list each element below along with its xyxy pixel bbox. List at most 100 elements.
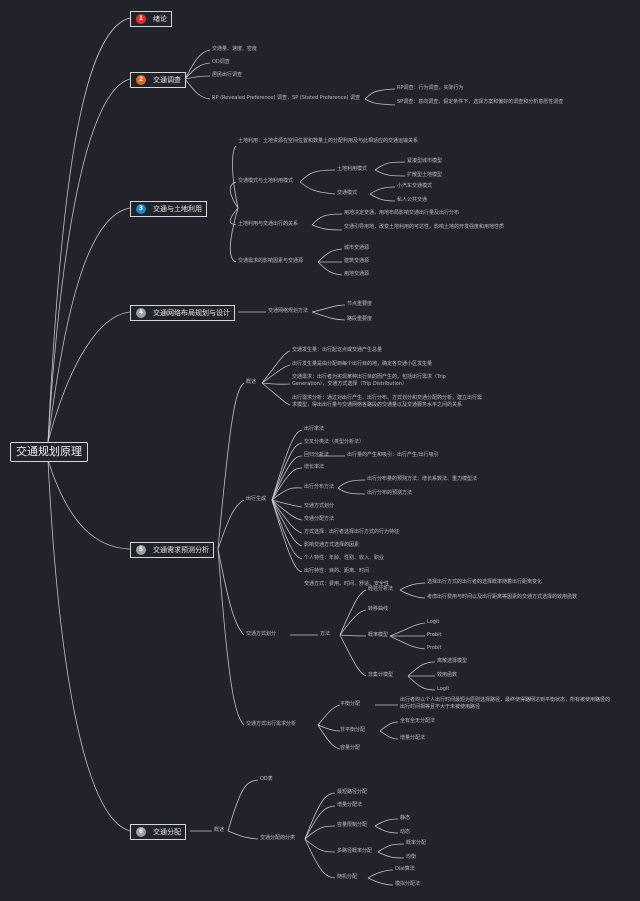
- topic-3-label: 交通与土地利用: [153, 205, 202, 213]
- number-4-badge: 4: [136, 308, 146, 318]
- number-3-badge: 3: [136, 204, 146, 214]
- topic-4[interactable]: 4 交通网络布局规划与设计: [130, 305, 235, 321]
- node[interactable]: 交通发生量：出行起讫点或交通产生总量: [292, 347, 383, 353]
- node[interactable]: 平衡分配: [340, 701, 361, 707]
- topic-1-label: 绪论: [153, 15, 167, 23]
- node[interactable]: RP (Revealed Preference) 调查，SP (Stated P…: [212, 95, 361, 101]
- node[interactable]: 出行者均以个人出行时间最短为原则选择路径，最终使得路网达到平衡状态，所有被使用路…: [400, 697, 611, 710]
- node[interactable]: 最短路径分配: [337, 789, 368, 795]
- node[interactable]: 概率模型: [368, 632, 389, 638]
- node[interactable]: 交通量、速度、密度: [212, 46, 258, 52]
- topic-3[interactable]: 3 交通与土地利用: [130, 201, 207, 217]
- node[interactable]: 影响交通方式选择的因素: [304, 542, 360, 548]
- topic-2-label: 交通调查: [153, 76, 181, 84]
- node[interactable]: 出行率法: [304, 426, 325, 432]
- node[interactable]: 出行特性：目的、距离、时间: [304, 568, 370, 574]
- node[interactable]: 容量限制分配: [337, 822, 368, 828]
- node[interactable]: 增量分配法: [337, 802, 363, 808]
- node[interactable]: 个人特性：年龄、性别、收入、职业: [304, 555, 385, 561]
- node[interactable]: 效用函数: [437, 672, 458, 678]
- node[interactable]: 静态: [400, 815, 411, 821]
- node[interactable]: OD调查: [212, 59, 230, 65]
- node[interactable]: Dial算法: [395, 866, 415, 872]
- node[interactable]: 方式选择：出行者选择出行方式的行为特征: [304, 529, 400, 535]
- node[interactable]: 多路径概率分配: [337, 848, 373, 854]
- node[interactable]: 紧凑型城市模型: [407, 158, 443, 164]
- node[interactable]: 经验分析法: [368, 586, 394, 592]
- node[interactable]: 交通模式: [337, 190, 358, 196]
- number-5-badge: 5: [136, 545, 146, 555]
- node[interactable]: 土地利用：土地资源在空间位置和数量上的分配利用及与此相适应的交通运输关系: [238, 138, 419, 144]
- node[interactable]: 转移曲线: [368, 606, 389, 612]
- node[interactable]: 非平衡分配: [340, 727, 366, 733]
- node[interactable]: 选择出行方式的出行者的选择概率随着出行距离变化: [427, 579, 543, 585]
- node[interactable]: 方法: [320, 631, 331, 637]
- node[interactable]: SP调查：意向调查，假定条件下，选择方案和偏好的调查和分析意愿性调查: [397, 99, 564, 105]
- node[interactable]: Probit: [427, 632, 442, 638]
- node[interactable]: 全有全无分配法: [400, 718, 436, 724]
- topic-5[interactable]: 5 交通需求预测分析: [130, 542, 214, 558]
- topic-5-label: 交通需求预测分析: [153, 546, 209, 554]
- node[interactable]: 路段重要度: [347, 316, 373, 322]
- node[interactable]: 随机分配: [337, 874, 358, 880]
- node[interactable]: 动态: [400, 829, 411, 835]
- node[interactable]: RP调查：行为调查，实际行为: [397, 85, 464, 91]
- node[interactable]: 考虑出行费用与时间以及出行距离等因素的交通方式选择的效用函数: [427, 594, 578, 600]
- node[interactable]: 出行生成: [246, 496, 267, 502]
- node[interactable]: 增长率法: [304, 464, 325, 470]
- topic-2[interactable]: 2 交通调查: [130, 72, 186, 88]
- node[interactable]: 交通网络规划方法: [268, 308, 309, 314]
- number-6-badge: 6: [136, 827, 146, 837]
- node[interactable]: 交通需求的影响因素与交通源: [238, 258, 304, 264]
- node[interactable]: 交通方式划分: [246, 631, 277, 637]
- node[interactable]: 交通分配方法: [304, 516, 335, 522]
- node[interactable]: 土地利用模式: [337, 166, 368, 172]
- node[interactable]: 节点重要度: [347, 301, 373, 307]
- node[interactable]: 交通方式划分: [304, 503, 335, 509]
- topic-1[interactable]: 1 绪论: [130, 11, 172, 27]
- node[interactable]: OD表: [260, 776, 273, 782]
- node[interactable]: 概述: [246, 379, 257, 385]
- node[interactable]: 出行分布量的预测方法：增长系数法、重力模型法: [367, 476, 478, 482]
- node[interactable]: 出行分布方法: [304, 484, 335, 490]
- topic-6[interactable]: 6 交通分配: [130, 824, 186, 840]
- topic-6-label: 交通分配: [153, 828, 181, 836]
- node[interactable]: 交通方式出行需求分析: [246, 721, 297, 727]
- node[interactable]: 出行发生量是由分配到每个出行目的地，确定各交通小区发生量: [292, 361, 433, 367]
- node[interactable]: 容量分配: [340, 745, 361, 751]
- node[interactable]: 私人公共交通: [397, 197, 428, 203]
- node[interactable]: Logit: [427, 619, 440, 625]
- node[interactable]: 出行需求分析：通过对出行产生、出行分布、方式划分和交通分配的分析，建立出行需求模…: [292, 395, 483, 408]
- node[interactable]: 回归分析法: [304, 452, 330, 458]
- node[interactable]: 建筑交通源: [344, 258, 370, 264]
- node[interactable]: 离散选择模型: [437, 658, 468, 664]
- number-1-badge: 1: [136, 14, 146, 24]
- node[interactable]: 扩散型土地模型: [407, 172, 443, 178]
- node[interactable]: 小汽车交通模式: [397, 183, 433, 189]
- node[interactable]: 概率分配: [406, 840, 427, 846]
- node[interactable]: 模拟分配法: [395, 881, 421, 887]
- topic-4-label: 交通网络布局规划与设计: [153, 309, 230, 317]
- node[interactable]: 出行分布的预测方法: [367, 490, 413, 496]
- node[interactable]: 土地利用与交通出行的关系: [238, 221, 299, 227]
- root-node[interactable]: 交通规划原理: [10, 442, 88, 462]
- node[interactable]: 用地交通源: [344, 271, 370, 277]
- node[interactable]: 非集计模型: [368, 672, 394, 678]
- node[interactable]: 交通需求：出行者为实现某种出行目的而产生的，包括出行需求（Trip Genera…: [292, 374, 446, 387]
- node[interactable]: 城市交通源: [344, 245, 370, 251]
- node[interactable]: 交通模式与土地利用模式: [238, 178, 294, 184]
- node[interactable]: 出行量的产生和吸引：出行产生/出行吸引: [347, 452, 439, 458]
- node[interactable]: 交叉分类法（类型分析法）: [304, 439, 365, 445]
- node[interactable]: 用地决定交通，用地布局影响交通出行量及出行分布: [344, 210, 460, 216]
- node[interactable]: 增量分配法: [400, 735, 426, 741]
- node[interactable]: 概述: [214, 827, 225, 833]
- node[interactable]: Probit: [427, 645, 442, 651]
- node[interactable]: Logit: [437, 686, 450, 692]
- node[interactable]: 居民出行调查: [212, 72, 243, 78]
- number-2-badge: 2: [136, 75, 146, 85]
- node[interactable]: 交通引导用地，改变土地利用的可达性，影响土地的开发强度和用地性质: [344, 224, 505, 230]
- node[interactable]: 交通方式：费用、时间、舒适、安全性: [304, 581, 390, 587]
- node[interactable]: 交通分配的分类: [260, 835, 296, 841]
- node[interactable]: 均衡: [406, 854, 417, 860]
